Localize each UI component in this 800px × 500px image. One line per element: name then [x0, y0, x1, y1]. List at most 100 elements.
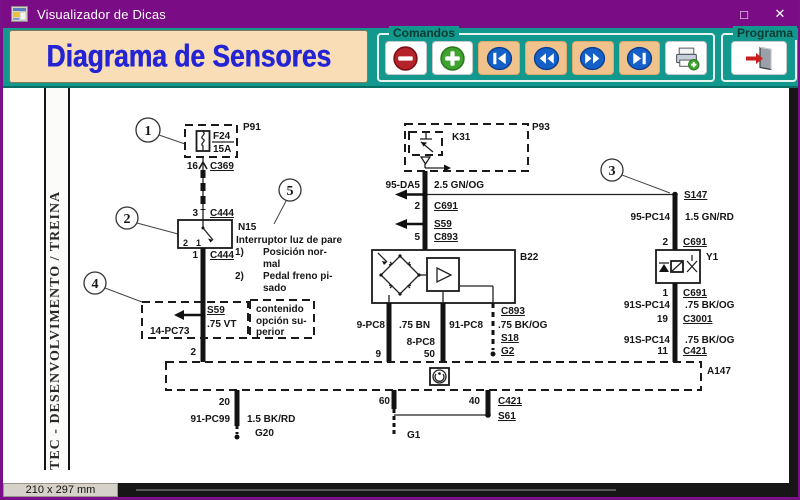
pin-9: 9: [375, 349, 381, 360]
callout-3: 3: [600, 158, 671, 194]
ground-g2: G2: [501, 346, 515, 357]
splice-s59-left-box: S59 .75 VT 14-PC73: [141, 301, 249, 339]
circuit-91spc14-b: 91S-PC14: [624, 335, 671, 346]
connector-c893-b22: C893: [501, 306, 525, 317]
component-y1-valve: Y1: [655, 249, 719, 284]
pin-1-y1: 1: [662, 288, 668, 299]
toolbar: Diagrama de Sensores Comandos: [3, 26, 798, 88]
n15-pin-1: 1: [196, 238, 201, 248]
app-icon: [11, 6, 28, 22]
page-size-indicator: 210 x 297 mm: [3, 483, 118, 497]
connector-c369: C369: [210, 161, 234, 172]
n15-item1-text: Posición nor-: [263, 247, 327, 258]
remove-button[interactable]: [385, 41, 427, 75]
heading-panel: Diagrama de Sensores: [9, 30, 368, 83]
pin-50: 50: [424, 349, 436, 360]
pin-40: 40: [469, 396, 481, 407]
printer-plus-icon: [675, 47, 700, 70]
wire-15bkrd: 1.5 BK/RD: [247, 414, 295, 425]
callout-4: 4: [83, 271, 143, 303]
option-line-1: contenido: [256, 304, 304, 315]
component-b22-sensor: B22: [371, 249, 539, 304]
n15-description: Interruptor luz de pare: [236, 235, 343, 246]
pin-11: 11: [657, 346, 668, 357]
statusbar: 210 x 297 mm: [3, 483, 798, 497]
n15-item2-text: Pedal freno pi-: [263, 271, 332, 282]
splice-s59-left: S59: [207, 305, 225, 316]
titlebar: Visualizador de Dicas □ ✕: [3, 0, 798, 28]
y1-label: Y1: [706, 252, 719, 263]
p93-label: P93: [532, 122, 550, 133]
splice-s59-k31: S59: [434, 219, 452, 230]
option-line-3: perior: [256, 327, 284, 338]
callout-2-number: 2: [124, 212, 131, 227]
add-button[interactable]: [431, 41, 474, 75]
pin-1: 1: [192, 250, 198, 261]
connector-c691-y1-bottom: C691: [683, 288, 707, 299]
n15-item2-text2: sado: [263, 283, 286, 294]
connector-c421-top: C421: [683, 346, 707, 357]
close-button[interactable]: ✕: [774, 6, 786, 21]
connector-c3001: C3001: [683, 314, 713, 325]
splice-s61: S61: [498, 411, 516, 422]
next-record-icon: [580, 46, 606, 70]
component-n15-switch: 2 1: [177, 219, 233, 249]
component-a147-module: A147: [165, 361, 731, 391]
horizontal-scrollbar[interactable]: [118, 483, 798, 497]
page-margin-strip: TEC - DESENVOLVIMENTO / TREINA: [44, 88, 70, 470]
circuit-91pc8: 91-PC8: [449, 320, 483, 331]
b22-label: B22: [520, 252, 539, 263]
first-record-button[interactable]: [478, 41, 521, 75]
program-group: Programa: [721, 26, 798, 82]
previous-record-button[interactable]: [525, 41, 567, 75]
circuit-14pc73: 14-PC73: [150, 326, 190, 337]
component-p93-k31-relay: P93 K31: [404, 122, 550, 172]
print-button[interactable]: [665, 41, 708, 75]
callout-5-number: 5: [287, 184, 294, 199]
fuse-rating: 15A: [213, 144, 231, 155]
n15-pin-2: 2: [183, 238, 188, 248]
option-content-box: contenido opción su- perior: [249, 299, 315, 339]
wire-15gnrd: 1.5 GN/RD: [685, 212, 734, 223]
n15-label: N15: [238, 222, 257, 233]
callout-3-number: 3: [609, 164, 616, 179]
callout-1: 1: [135, 117, 186, 145]
callout-4-number: 4: [92, 277, 99, 292]
minus-circle-icon: [393, 45, 419, 71]
last-record-icon: [626, 46, 653, 70]
pin-19: 19: [657, 314, 669, 325]
previous-record-icon: [533, 46, 559, 70]
circuit-91spc14-a: 91S-PC14: [624, 300, 671, 311]
splice-s18: S18: [501, 333, 519, 344]
connector-c691-k31: C691: [434, 201, 458, 212]
a147-label: A147: [707, 366, 731, 377]
last-record-button[interactable]: [618, 41, 661, 75]
pin-2-y1: 2: [662, 237, 668, 248]
margin-vertical-text: TEC - DESENVOLVIMENTO / TREINA: [48, 190, 63, 470]
ground-g20: G20: [255, 428, 274, 439]
commands-group: Comandos: [377, 26, 715, 82]
connector-c421-bottom: C421: [498, 396, 522, 407]
next-record-button[interactable]: [571, 41, 614, 75]
vertical-scrollbar[interactable]: [789, 88, 798, 483]
splice-s147: S147: [684, 190, 708, 201]
callout-1-number: 1: [145, 124, 152, 139]
commands-group-label: Comandos: [389, 26, 460, 40]
n15-item1-number: 1): [235, 247, 244, 258]
circuit-95da5: 95-DA5: [386, 180, 421, 191]
horizontal-scrollbar-thumb[interactable]: [136, 489, 616, 491]
maximize-button[interactable]: □: [740, 6, 748, 22]
exit-button[interactable]: [731, 41, 787, 75]
program-group-label: Programa: [733, 26, 798, 40]
callout-2: 2: [115, 206, 179, 235]
connector-c444-top: C444: [210, 208, 234, 219]
pin-16: 16: [187, 161, 199, 172]
p91-label: P91: [243, 122, 261, 133]
k31-label: K31: [452, 132, 471, 143]
wiring-diagram: 1 2 3 4 5: [83, 117, 735, 441]
page-title: Diagrama de Sensores: [46, 38, 331, 74]
component-p91-fusebox: P91 F24 15A: [184, 122, 261, 158]
circuit-95pc14: 95-PC14: [631, 212, 671, 223]
wire-75vt: .75 VT: [207, 319, 236, 330]
